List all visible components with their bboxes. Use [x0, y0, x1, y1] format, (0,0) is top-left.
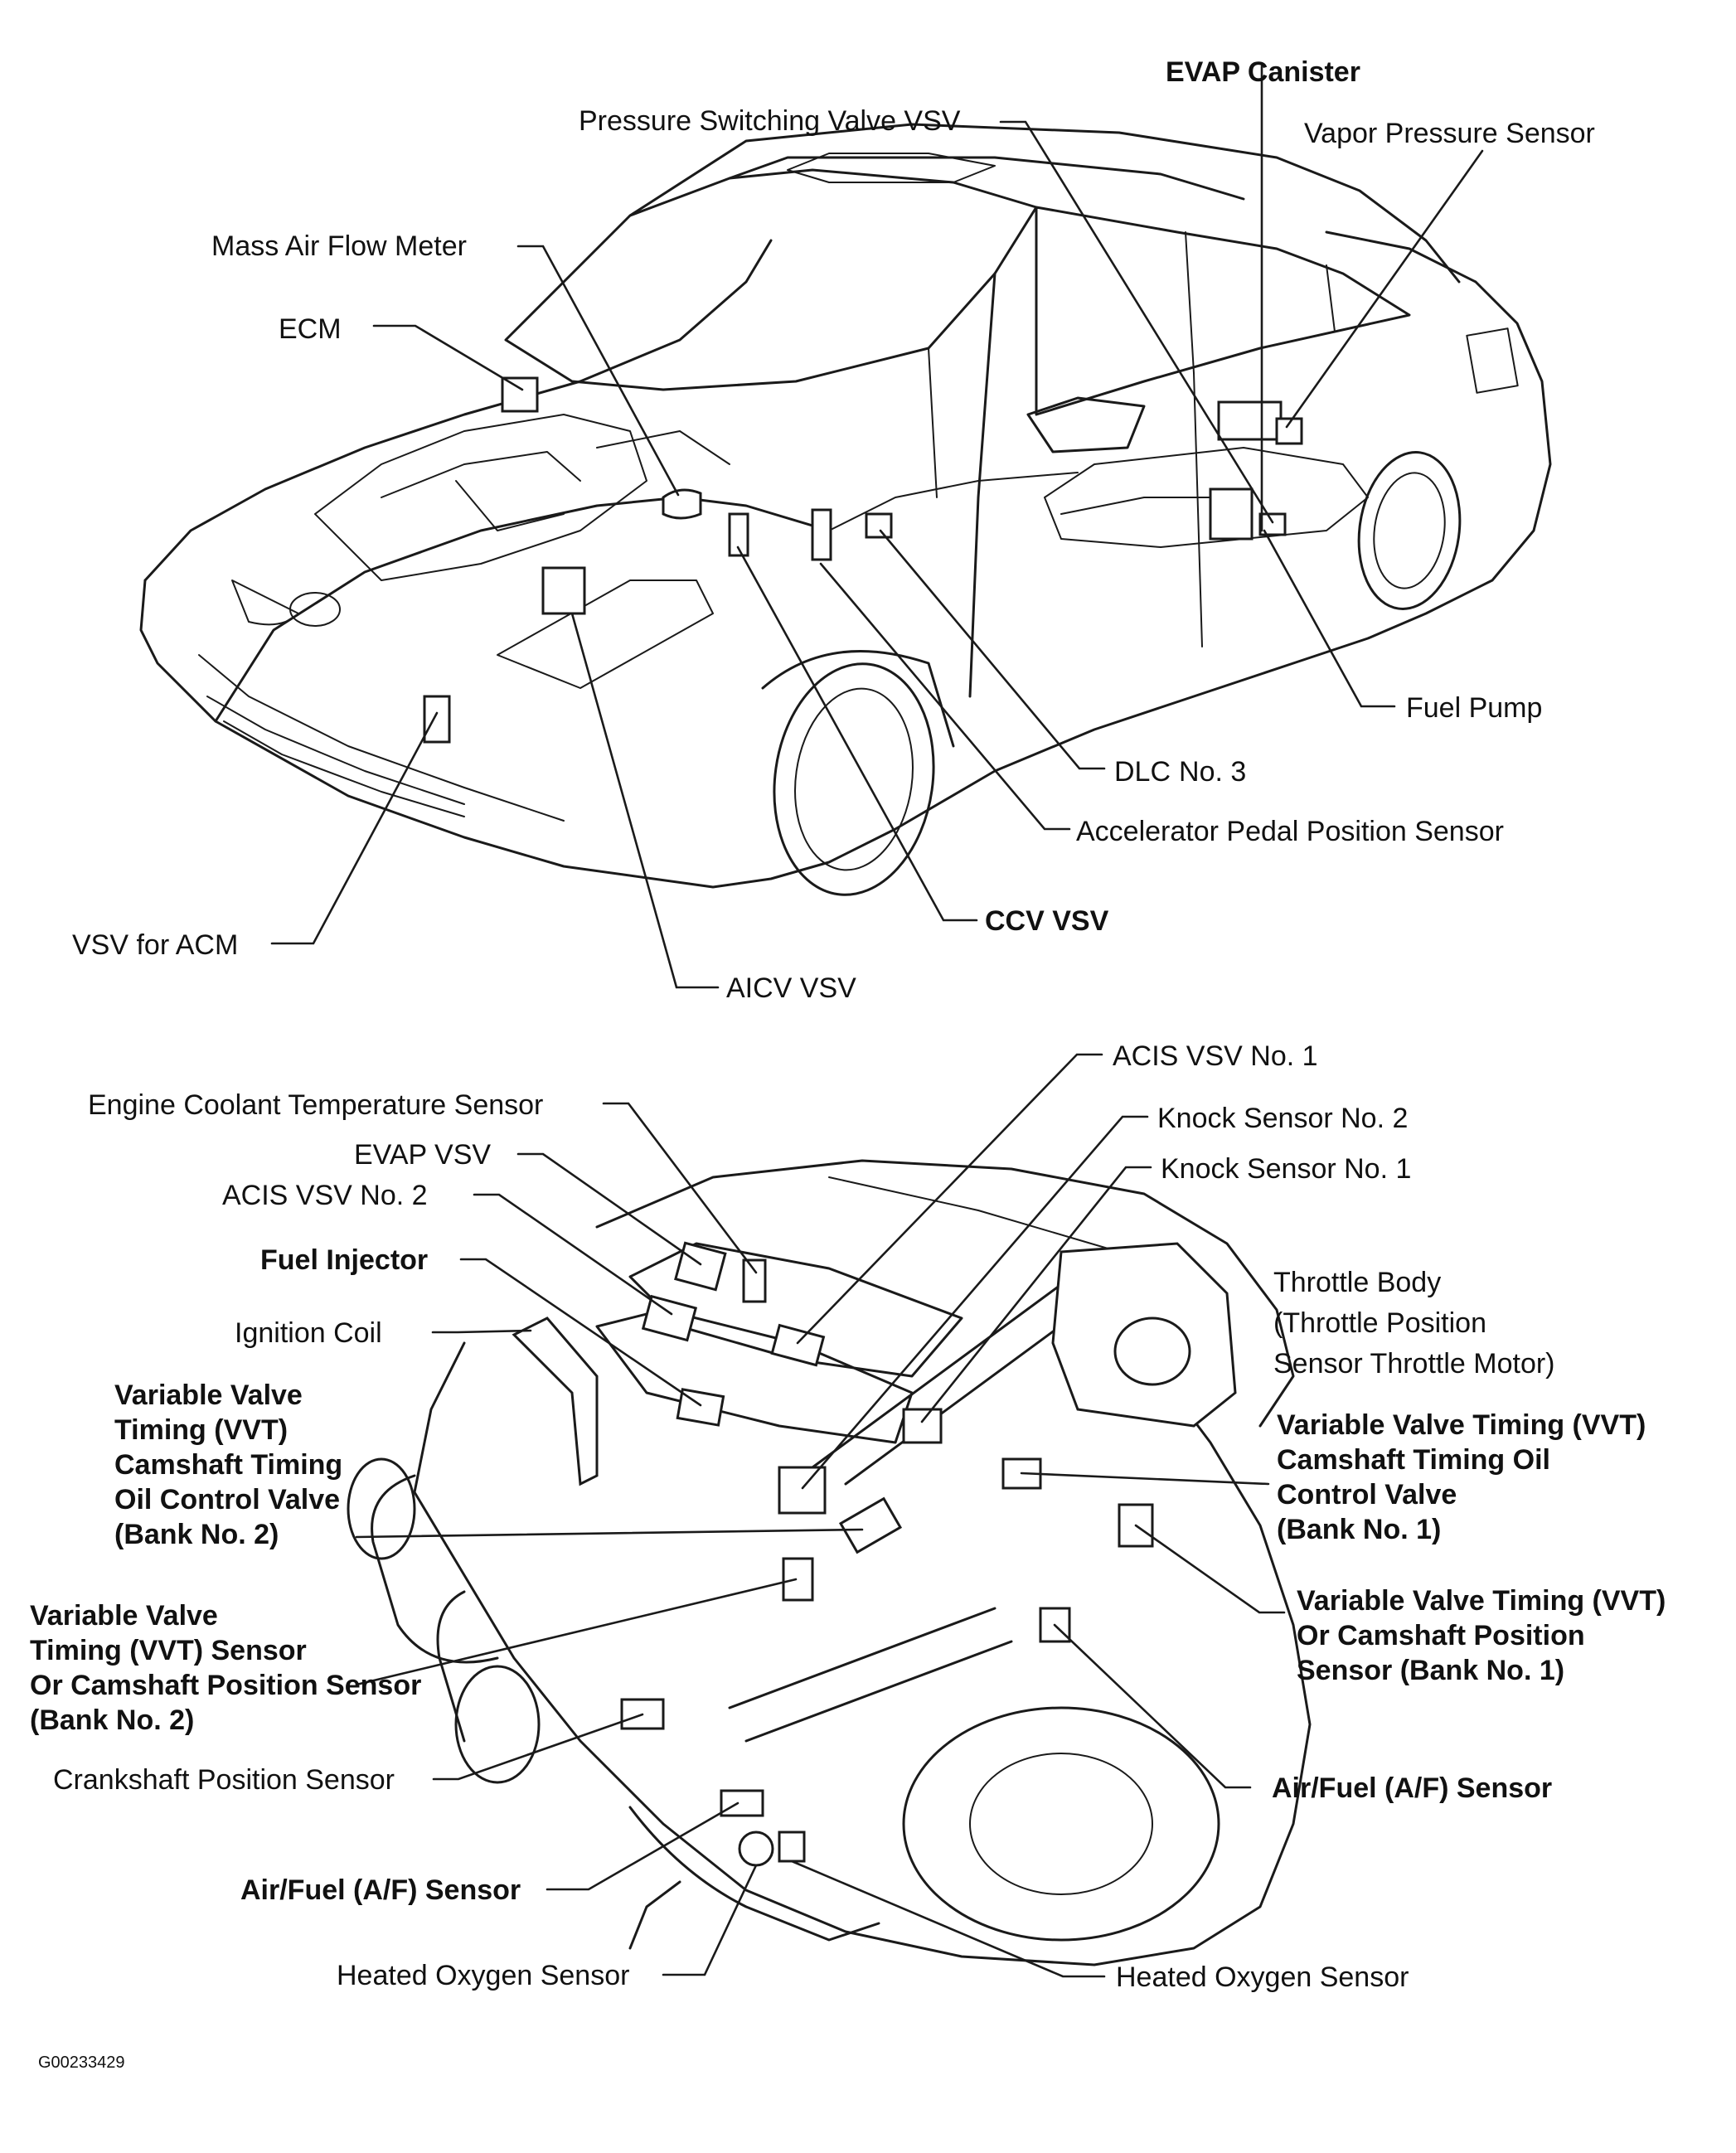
label-knock-sensor-1: Knock Sensor No. 1	[1161, 1153, 1411, 1185]
engine-leader-lines	[355, 1053, 1286, 1978]
label-crankshaft-sensor: Crankshaft Position Sensor	[53, 1764, 395, 1796]
ecm-part	[501, 376, 539, 413]
throttle-bore	[1113, 1317, 1191, 1386]
acis-vsv2-part	[641, 1294, 698, 1342]
car-illustration	[139, 123, 1552, 896]
maf-part	[662, 488, 702, 520]
heated-o2-right-part	[778, 1831, 806, 1863]
label-mass-air-flow-meter: Mass Air Flow Meter	[211, 230, 467, 262]
acm-vsv-part	[423, 695, 451, 744]
label-heated-o2-right: Heated Oxygen Sensor	[1116, 1961, 1409, 1993]
knock-sensor2-part	[778, 1466, 827, 1515]
accel-pedal-part	[811, 508, 832, 561]
evap-vsv-part	[674, 1241, 727, 1292]
ccv-vsv-part	[728, 512, 749, 557]
label-ignition-coil: Ignition Coil	[235, 1317, 382, 1349]
label-af-sensor-left: Air/Fuel (A/F) Sensor	[240, 1874, 521, 1906]
engine-illustration	[347, 1159, 1312, 1966]
label-pressure-switching-valve: Pressure Switching Valve VSV	[579, 105, 961, 137]
dlc-part	[865, 512, 893, 539]
label-knock-sensor-2: Knock Sensor No. 2	[1157, 1103, 1408, 1134]
label-af-sensor-right: Air/Fuel (A/F) Sensor	[1272, 1772, 1552, 1804]
evap-canister-part	[1217, 400, 1283, 441]
label-aicv-vsv: AICV VSV	[726, 972, 856, 1004]
label-coolant-temp-sensor: Engine Coolant Temperature Sensor	[88, 1089, 543, 1121]
label-evap-vsv: EVAP VSV	[354, 1139, 491, 1171]
engine-labels: ACIS VSV No. 1 Engine Coolant Temperatur…	[30, 1040, 1674, 1993]
label-evap-canister: EVAP Canister	[1166, 56, 1360, 88]
coolant-sensor-part	[742, 1258, 767, 1303]
label-ecm: ECM	[279, 313, 342, 345]
ignition-coil-part	[512, 1317, 599, 1486]
car-leader-lines	[270, 65, 1484, 989]
vvt-sensor-bank2-part	[782, 1557, 814, 1602]
vvt-ocv-bank2-part	[838, 1496, 903, 1554]
label-throttle-body: Throttle Body (Throttle Position Sensor …	[1273, 1267, 1555, 1380]
label-vvt-ocv-bank1: Variable Valve Timing (VVT) Camshaft Tim…	[1277, 1409, 1654, 1545]
label-acis-vsv-1: ACIS VSV No. 1	[1113, 1040, 1318, 1072]
knock-sensor1-part	[902, 1408, 943, 1444]
label-vvt-sensor-bank2: Variable Valve Timing (VVT) Sensor Or Ca…	[30, 1600, 429, 1736]
label-vsv-for-acm: VSV for ACM	[72, 929, 238, 961]
aicv-vsv-part	[541, 566, 586, 615]
af-sensor-left-part	[720, 1789, 764, 1817]
label-fuel-injector: Fuel Injector	[260, 1244, 428, 1276]
heated-o2-part	[738, 1831, 774, 1867]
label-vvt-ocv-bank2: Variable Valve Timing (VVT) Camshaft Tim…	[114, 1380, 351, 1550]
label-acis-vsv-2: ACIS VSV No. 2	[222, 1180, 428, 1211]
figure-code: G00233429	[38, 2054, 125, 2072]
acis-vsv1-part	[770, 1323, 826, 1367]
car-labels: EVAP Canister Pressure Switching Valve V…	[72, 56, 1595, 1004]
label-fuel-pump: Fuel Pump	[1406, 692, 1542, 724]
label-vapor-pressure-sensor: Vapor Pressure Sensor	[1304, 118, 1595, 149]
label-heated-o2-left: Heated Oxygen Sensor	[337, 1960, 629, 1991]
fuel-pump-part	[1209, 487, 1254, 541]
label-ccv-vsv: CCV VSV	[985, 905, 1109, 937]
label-vvt-sensor-bank1: Variable Valve Timing (VVT) Or Camshaft …	[1297, 1585, 1674, 1686]
label-accelerator-pedal-sensor: Accelerator Pedal Position Sensor	[1076, 816, 1504, 847]
